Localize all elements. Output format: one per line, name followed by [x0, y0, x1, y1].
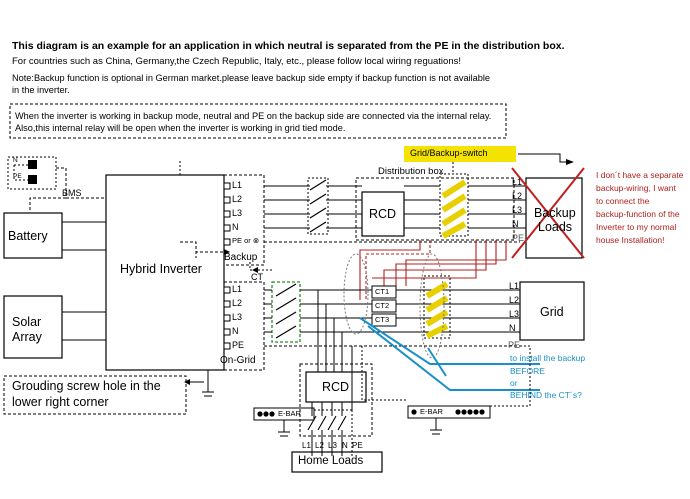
ground-note-1: Grouding screw hole in the	[12, 379, 161, 393]
grid-in-pe: PE	[508, 340, 521, 350]
home-pe: PE	[352, 441, 363, 450]
ebar-right-label: E-BAR	[420, 407, 443, 416]
backup-terminal-l3: L3	[232, 208, 243, 218]
rcd-bottom-label: RCD	[322, 380, 350, 394]
solar-label-1: Solar	[12, 315, 42, 329]
ground-note-2: lower right corner	[12, 395, 109, 409]
blue-note-line-1: to install the backup	[510, 353, 586, 363]
behind-ct-ellipse	[419, 253, 445, 359]
ct-breaker	[271, 281, 301, 343]
ebar-left-label: E-BAR	[278, 409, 301, 418]
grid-backup-switch-bottom	[423, 275, 451, 339]
ct-label: CT	[251, 272, 263, 282]
rcd-bottom-box	[305, 371, 367, 403]
on-grid-port-label: On-Grid	[220, 355, 256, 366]
grid-in-l3: L3	[509, 309, 520, 319]
home-loads-label: Home Loads	[298, 455, 364, 467]
dist-out-l3: L3	[512, 205, 523, 215]
ct3-box	[371, 313, 397, 327]
bms-label: BMS	[62, 188, 82, 198]
dist-out-pe: PE	[512, 233, 525, 243]
grid-label: Grid	[540, 305, 564, 319]
red-note-line-5: Inverter to my normal	[596, 222, 677, 232]
ebar-right	[407, 405, 491, 419]
ct2-box	[371, 299, 397, 313]
blue-note-line-4: BEHIND the CT´s?	[510, 390, 582, 400]
meter-box	[7, 156, 57, 190]
meter-n-label: N	[13, 157, 18, 164]
ct2-label: CT2	[375, 301, 390, 310]
grid-backup-switch-top	[439, 173, 469, 237]
solar-label-2: Array	[12, 330, 42, 344]
solar-array-box	[3, 295, 63, 359]
grid-terminal-l2: L2	[232, 298, 243, 308]
dist-out-l1: L1	[512, 177, 523, 187]
rcd-top-label: RCD	[369, 207, 397, 221]
backup-optional-note: Note:Backup function is optional in Germ…	[12, 73, 491, 95]
grid-in-l1: L1	[509, 281, 520, 291]
backup-loads-label-2: Loads	[538, 220, 573, 234]
grid-terminal-pe: PE	[232, 340, 245, 350]
home-l2: L2	[315, 441, 324, 450]
red-note-line-4: backup-function of the	[596, 209, 680, 219]
relay-note: When the inverter is working in backup m…	[15, 111, 492, 133]
switch-label-bg	[404, 146, 516, 162]
ct3-label: CT3	[375, 315, 390, 324]
countries-note: For countries such as China, Germany,the…	[12, 56, 461, 67]
before-ct-ellipse	[343, 253, 369, 335]
blue-note-line-2: BEFORE	[510, 366, 545, 376]
red-note-line-3: to connect the	[596, 196, 650, 206]
meter-terminal-pe	[28, 175, 37, 184]
backup-terminal-n: N	[232, 222, 239, 232]
grid-box	[519, 281, 585, 341]
dist-out-n: N	[512, 219, 519, 229]
meter-terminal-n	[28, 160, 37, 169]
blue-note-line-3: or	[510, 378, 518, 388]
home-n: N	[342, 441, 348, 450]
backup-terminal-l2: L2	[232, 194, 243, 204]
switch-label: Grid/Backup-switch	[410, 148, 488, 158]
red-note-line-6: house Installation!	[596, 235, 665, 245]
grid-terminal-l1: L1	[232, 284, 243, 294]
hybrid-inverter-box	[105, 174, 225, 371]
inverter-label: Hybrid Inverter	[120, 262, 202, 276]
meter-pe-label: PE	[13, 173, 22, 180]
grid-in-l2: L2	[509, 295, 520, 305]
grid-terminal-l3: L3	[232, 312, 243, 322]
ct1-label: CT1	[375, 287, 390, 296]
backup-terminal-block	[223, 174, 265, 266]
battery-box	[3, 212, 63, 259]
backup-port-label: Backup	[224, 252, 258, 263]
backup-loads-label-1: Backup	[534, 206, 576, 220]
backup-terminal-l1: L1	[232, 180, 243, 190]
backup-breaker	[307, 177, 329, 235]
relay-note-frame	[9, 103, 507, 139]
grid-in-n: N	[509, 323, 516, 333]
grounding-note-frame	[3, 375, 187, 415]
distribution-box-label: Distribution box	[378, 166, 444, 177]
cross-out-mark	[511, 167, 585, 259]
home-loads-box	[291, 451, 383, 473]
diagram-title: This diagram is an example for an applic…	[12, 40, 565, 52]
dist-out-l2: L2	[512, 191, 523, 201]
red-note-line-1: I don´t have a separate	[596, 170, 684, 180]
battery-label: Battery	[8, 229, 48, 243]
backup-terminal-pe: PE or ⊗	[232, 236, 260, 245]
home-l3: L3	[328, 441, 337, 450]
ct1-box	[371, 285, 397, 299]
backup-loads-box	[525, 177, 583, 259]
on-grid-terminal-block	[223, 281, 265, 371]
red-note-line-2: backup-wiring, I want	[596, 183, 676, 193]
grid-terminal-n: N	[232, 326, 239, 336]
home-l1: L1	[302, 441, 311, 450]
